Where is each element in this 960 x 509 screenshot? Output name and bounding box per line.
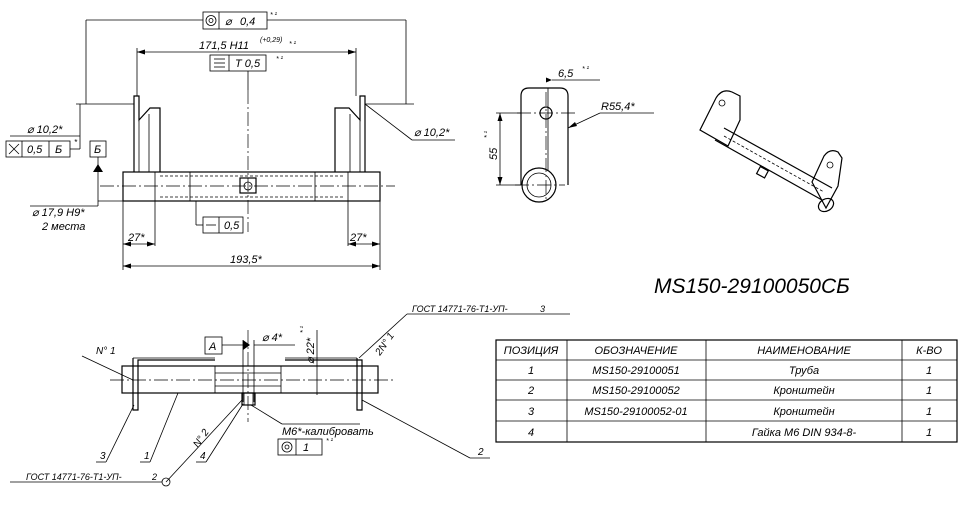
tube-dia-note: * ¹ [300, 325, 307, 333]
position-symbol: ⌀ [225, 16, 233, 28]
iso-nut [755, 165, 770, 179]
weld-right-leg: 3 [540, 304, 545, 314]
bom-cell-name: Кронштейн [773, 406, 834, 418]
side-radius-dim: R55,4* [601, 101, 635, 113]
bom-header-position: ПОЗИЦИЯ [504, 345, 559, 357]
bom-cell-designation: MS150-29100051 [592, 365, 679, 377]
top-nut [241, 392, 256, 406]
weld-n2: N° 2 [191, 427, 211, 450]
bom-cell-designation: MS150-29100052-01 [584, 406, 687, 418]
position-tolerance-frame [202, 11, 268, 30]
left-hole-dim: ⌀ 10,2* [27, 124, 63, 136]
perpendicularity-note: * [74, 138, 78, 147]
bore-dim: ⌀ 17,9 H9* [32, 207, 85, 219]
top-right-bracket [285, 358, 363, 411]
symmetry-value: T 0,5 [235, 58, 261, 70]
right-27-dim: 27* [349, 232, 367, 244]
left-27-dim: 27* [127, 232, 145, 244]
bom-table: ПОЗИЦИЯ ОБОЗНАЧЕНИЕ НАИМЕНОВАНИЕ К-ВО 1 … [495, 339, 958, 443]
bom-cell-qty: 1 [926, 406, 932, 418]
perpendicularity-datum: Б [55, 144, 62, 156]
iso-tube-end [817, 197, 835, 213]
bom-cell-qty: 1 [926, 427, 932, 439]
side-height-dim: 55 [488, 147, 500, 160]
hole-pitch-note: * ¹ [289, 41, 297, 48]
hole-pitch-tolerance: (+0,29) [260, 37, 282, 44]
position-tolerance-value: 0,4 [240, 16, 255, 28]
table-row: 4 Гайка М6 DIN 934-8- 1 [528, 427, 932, 439]
hole-pitch-dim: 171,5 H11 [199, 40, 249, 52]
nut [239, 177, 257, 194]
bom-cell-position: 3 [528, 406, 535, 418]
thread-concentricity-value: 1 [303, 442, 309, 454]
position-tolerance-note: * ¹ [270, 12, 278, 19]
thread-concentricity-note: * ¹ [326, 438, 334, 445]
left-bracket [133, 95, 161, 172]
bom-cell-qty: 1 [926, 385, 932, 397]
table-row: 2 MS150-29100052 Кронштейн 1 [527, 385, 932, 397]
isometric-view [699, 90, 843, 213]
iso-right-bracket [811, 150, 843, 210]
bom-cell-position: 4 [528, 427, 534, 439]
top-tube [121, 365, 379, 394]
right-hole-dim: ⌀ 10,2* [414, 127, 450, 139]
bom-header-qty: К-ВО [916, 345, 942, 357]
bom-cell-name: Кронштейн [773, 385, 834, 397]
bom-cell-position: 1 [528, 365, 534, 377]
weld-left-leg: 2 [151, 472, 157, 482]
top-view: A ⌀ 4* ⌀ 22* * ¹ M6*-калибровать 1 * ¹ Г… [10, 304, 570, 487]
bom-cell-position: 2 [527, 385, 534, 397]
leader-4: 4 [200, 451, 206, 462]
side-top-note: * ¹ [582, 66, 590, 73]
side-view: 6,5 * ¹ R55,4* 55 * ¹ [484, 66, 654, 203]
weld-left-spec: ГОСТ 14771-76-Т1-УП- [26, 472, 122, 482]
front-view: ⌀ 0,4 * ¹ 171,5 H11 (+0,29) * ¹ T 0,5 * … [5, 11, 455, 270]
bom-cell-name: Труба [789, 365, 819, 377]
bom-header-designation: ОБОЗНАЧЕНИЕ [595, 345, 679, 357]
leader-1: 1 [144, 451, 150, 462]
perpendicularity-value: 0,5 [27, 144, 43, 156]
thread-concentricity-frame [277, 438, 323, 456]
flatness-frame [202, 216, 244, 234]
datum-b-label: Б [94, 144, 101, 156]
side-top-dim: 6,5 [558, 68, 574, 80]
bore-count: 2 места [41, 221, 85, 233]
table-row: 3 MS150-29100052-01 Кронштейн 1 [528, 406, 932, 418]
top-left-bracket [132, 358, 215, 411]
datum-a-label: A [208, 341, 216, 353]
weld-n1-left: N° 1 [96, 346, 116, 357]
symmetry-note: * ¹ [276, 56, 284, 63]
thread-note: M6*-калибровать [282, 426, 374, 438]
iso-left-bracket [699, 90, 741, 147]
bom-cell-name: Гайка М6 DIN 934-8- [752, 427, 857, 439]
symmetry-frame [209, 54, 267, 72]
weld-n1-right: 2N° 1 [373, 331, 397, 359]
overall-dim: 193,5* [230, 254, 263, 266]
tube-dia-dim: ⌀ 22* [305, 337, 317, 364]
drawing-title: MS150-29100050СБ [654, 275, 850, 298]
datum-a-box [204, 336, 223, 355]
pin-dia-dim: ⌀ 4* [262, 332, 283, 344]
flatness-value: 0,5 [224, 220, 240, 232]
bom-cell-designation: MS150-29100052 [592, 385, 679, 397]
side-bracket [520, 87, 569, 185]
leader-3: 3 [100, 451, 106, 462]
weld-right-spec: ГОСТ 14771-76-Т1-УП- [412, 304, 508, 314]
tube-outline [122, 171, 381, 202]
leader-2: 2 [477, 447, 484, 458]
bom-cell-qty: 1 [926, 365, 932, 377]
bom-header-name: НАИМЕНОВАНИЕ [757, 345, 851, 357]
table-row: 1 MS150-29100051 Труба 1 [528, 365, 932, 377]
side-height-note: * ¹ [484, 130, 491, 138]
